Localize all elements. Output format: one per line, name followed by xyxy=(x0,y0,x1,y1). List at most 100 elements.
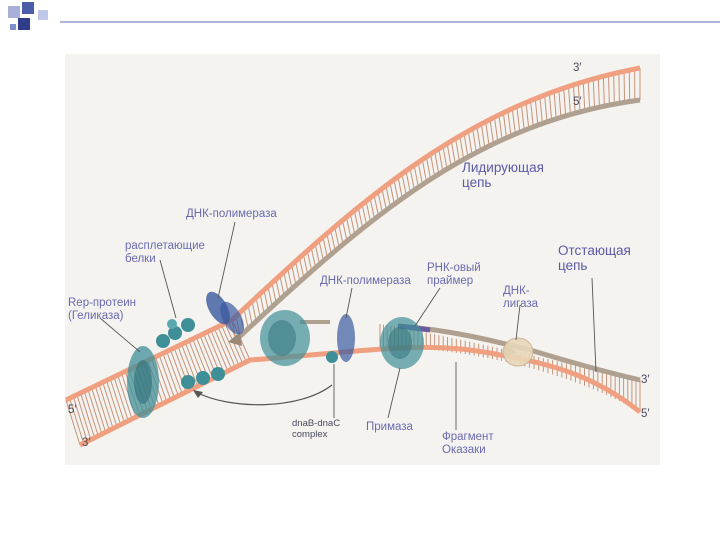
base-pair-rung xyxy=(421,159,428,183)
label-rep-protein: Rep-протеин (Геликаза) xyxy=(68,297,137,322)
deco-square xyxy=(18,18,30,30)
label-unwinding-proteins: расплетающие белки xyxy=(125,240,205,265)
deco-square xyxy=(8,6,20,18)
base-pair-rung xyxy=(259,293,265,314)
base-pair-rung xyxy=(306,250,313,272)
base-pair-rung xyxy=(563,88,567,116)
base-pair-rung xyxy=(548,93,553,121)
dna-ligase-protein xyxy=(502,337,534,367)
base-pair-rung xyxy=(582,81,586,111)
base-pair-rung xyxy=(357,207,364,229)
label-rna-primer: РНК-овый праймер xyxy=(427,262,481,287)
base-pair-rung xyxy=(405,170,411,193)
base-pair-rung xyxy=(72,396,88,442)
base-pair-rung xyxy=(417,162,423,185)
base-pair-rung xyxy=(283,271,289,293)
base-pair-rung xyxy=(425,156,432,180)
base-pair-rung xyxy=(298,257,305,279)
base-pair-rung xyxy=(251,301,257,322)
base-pair-rung xyxy=(275,279,281,300)
base-pair-rung xyxy=(511,108,516,135)
base-pair-rung xyxy=(271,282,277,304)
ssb-protein xyxy=(168,326,182,340)
label-3prime-left: 3′ xyxy=(82,437,91,449)
base-pair-rung xyxy=(553,91,557,119)
base-pair-rung xyxy=(181,344,199,387)
base-pair-rung xyxy=(592,78,596,109)
base-pair-rung xyxy=(434,151,440,175)
base-pair-rung xyxy=(381,188,387,211)
base-pair-rung xyxy=(385,185,391,208)
base-pair-rung xyxy=(166,351,183,395)
label-3prime-top: 3′ xyxy=(573,62,582,74)
base-pair-rung xyxy=(489,119,494,145)
base-pair-rung xyxy=(87,389,103,435)
dna-polymerase-leading-clamp xyxy=(220,301,244,335)
base-pair-rung xyxy=(373,194,379,217)
base-pair-rung xyxy=(577,83,581,112)
base-pair-rung xyxy=(558,89,562,118)
base-pair-rung xyxy=(206,331,225,374)
leading-parent-strand xyxy=(230,65,641,322)
base-pair-rung xyxy=(365,200,372,223)
base-pair-rung xyxy=(117,374,133,420)
label-3prime-right: 3′ xyxy=(641,374,650,386)
base-pair-rung xyxy=(326,233,332,255)
base-pair-rung xyxy=(587,80,591,110)
leading-new-strand xyxy=(234,97,641,342)
base-pair-rung xyxy=(109,378,126,424)
base-pair-rung xyxy=(446,143,452,167)
base-pair-rung xyxy=(221,324,240,366)
base-pair-rung xyxy=(302,254,309,275)
base-pair-rung xyxy=(279,275,285,296)
base-pair-rung xyxy=(516,106,521,133)
deco-square xyxy=(22,2,34,14)
base-pair-rung xyxy=(65,399,81,446)
ssb-protein xyxy=(167,319,177,329)
base-pair-rung xyxy=(485,121,490,147)
base-pair-rung xyxy=(267,286,273,307)
base-pair-rung xyxy=(463,133,469,158)
base-pair-rung xyxy=(442,146,448,170)
base-pair-rung xyxy=(247,304,253,326)
label-dnab-dnac-complex: dnaB-dnaC complex xyxy=(292,418,341,440)
base-pair-rung xyxy=(69,398,85,444)
base-pair-rung xyxy=(430,154,436,177)
base-pair-rung xyxy=(539,96,543,124)
slide-corner-squares xyxy=(8,2,720,30)
base-pair-rung xyxy=(377,191,383,214)
base-pair-rung xyxy=(338,223,344,245)
base-pair-rung xyxy=(76,394,92,440)
base-pair-rung xyxy=(476,126,482,151)
base-pair-rung xyxy=(450,140,456,165)
label-5prime-top: 5′ xyxy=(573,96,582,108)
base-pair-rung xyxy=(80,392,96,439)
base-pair-rung xyxy=(349,213,356,235)
dna-polymerase-lagging-core xyxy=(268,320,296,356)
base-pair-rung xyxy=(345,216,352,238)
ssb-protein xyxy=(196,371,210,385)
base-pair-rung xyxy=(361,204,368,226)
base-pair-rung xyxy=(393,179,399,202)
label-dna-polymerase-1: ДНК-полимераза xyxy=(186,208,277,220)
diagram-panel xyxy=(65,54,660,465)
ssb-protein xyxy=(181,318,195,332)
base-pair-rung xyxy=(210,330,229,372)
label-dna-ligase: ДНК- лигаза xyxy=(503,285,539,310)
base-pair-rung xyxy=(493,117,499,142)
base-pair-rung xyxy=(162,353,179,397)
lagging-parent-strand xyxy=(249,344,642,414)
base-pair-rung xyxy=(438,148,444,172)
ssb-protein xyxy=(211,367,225,381)
base-pair-rung xyxy=(507,110,512,136)
base-pair-rung xyxy=(243,308,249,329)
label-okazaki-fragment: Фрагмент Оказаки xyxy=(442,431,494,456)
base-pair-rung xyxy=(480,123,486,149)
base-pair-rung xyxy=(618,72,620,104)
recycle-arrowhead xyxy=(193,390,203,398)
base-pair-rung xyxy=(607,74,610,106)
label-leading-strand: Лидирующая цепь xyxy=(462,160,544,190)
base-pair-rung xyxy=(113,376,129,422)
label-primase: Примаза xyxy=(366,421,413,433)
